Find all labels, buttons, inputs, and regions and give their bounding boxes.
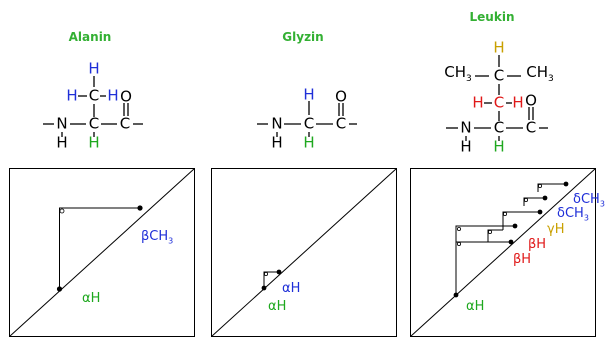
alanin-alpha-h-label: αH <box>82 291 101 306</box>
alanin-panel-frame <box>9 168 195 337</box>
leukin-delta-peak-top <box>563 181 569 187</box>
leukin-beta-peak-top <box>512 223 518 229</box>
glyzin-h-n: H <box>271 133 283 152</box>
alanin-alpha-peak <box>56 286 63 292</box>
leukin-h-gamma: H <box>493 38 505 57</box>
alanin-h-right: H <box>107 86 119 105</box>
leukin-h-alpha: H <box>493 137 505 156</box>
leukin-ch3-right: CH3 <box>526 63 554 85</box>
glyzin-corner-marker <box>263 271 268 276</box>
leukin-gamma-h-label: γH <box>547 222 565 237</box>
alanin-corner-marker <box>59 208 65 214</box>
glyzin-h-top: H <box>303 85 315 104</box>
alanin-h-top: H <box>88 59 100 78</box>
alanin-crosspeak-path <box>59 207 140 289</box>
leukin-c-alpha: C <box>493 118 505 137</box>
leukin-n: N <box>460 118 472 137</box>
alanin-beta-peak <box>137 205 143 211</box>
glyzin-c-carbonyl: C <box>335 114 347 133</box>
leukin-o: O <box>525 91 537 110</box>
leukin-beta-peak-bottom <box>508 239 514 245</box>
alanin-h-alpha: H <box>88 133 100 152</box>
glyzin-crosspeak-path <box>263 271 279 288</box>
alanin-diagonal <box>9 168 195 337</box>
alanin-o: O <box>120 87 132 106</box>
glyzin-alpha-peak-left <box>261 285 267 291</box>
glyzin-title: Glyzin <box>282 30 324 44</box>
leukin-panel-frame <box>410 168 596 337</box>
leukin-h-beta-left: H <box>472 93 484 112</box>
leukin-ch3-left: CH3 <box>444 63 472 85</box>
leukin-title: Leukin <box>469 10 515 24</box>
leukin-c-gamma: C <box>493 66 505 85</box>
glyzin-panel-frame <box>211 168 397 337</box>
leukin-delta-ch3-bottom-label: δCH3 <box>557 206 589 223</box>
glyzin-diagonal <box>211 168 397 337</box>
leukin-diagonal <box>410 168 596 337</box>
glyzin-o: O <box>335 87 347 106</box>
alanin-h-n: H <box>56 133 68 152</box>
leukin-beta-h-bottom-label: βH <box>513 252 532 267</box>
leukin-alpha-peak <box>453 292 459 298</box>
glyzin-h-alpha: H <box>303 133 315 152</box>
leukin-c-carbonyl: C <box>525 118 537 137</box>
alanin-c-carbonyl: C <box>119 114 131 133</box>
leukin-c-beta: C <box>493 93 505 112</box>
alanin-c-alpha: C <box>88 114 100 133</box>
leukin-beta-h-top-label: βH <box>528 237 547 252</box>
leukin-h-beta-right: H <box>512 93 524 112</box>
glyzin-alpha-h-right-label: αH <box>282 281 301 296</box>
alanin-title: Alanin <box>68 30 112 44</box>
alanin-h-left: H <box>66 86 78 105</box>
leukin-h-n: H <box>460 137 472 156</box>
alanin-beta-ch3-label: βCH3 <box>141 229 174 246</box>
leukin-crosspeak-paths <box>455 183 566 295</box>
alanin-c-beta: C <box>88 86 100 105</box>
leukin-delta-ch3-top-label: δCH3 <box>573 192 605 209</box>
leukin-gamma-peak <box>537 209 543 215</box>
glyzin-n: N <box>271 114 283 133</box>
glyzin-c-alpha: C <box>303 114 315 133</box>
alanin-n: N <box>56 114 68 133</box>
glyzin-alpha-peak-right <box>276 269 282 275</box>
leukin-alpha-h-label: αH <box>466 299 485 314</box>
glyzin-alpha-h-left-label: αH <box>268 299 287 314</box>
leukin-delta-peak-bottom <box>542 195 548 201</box>
